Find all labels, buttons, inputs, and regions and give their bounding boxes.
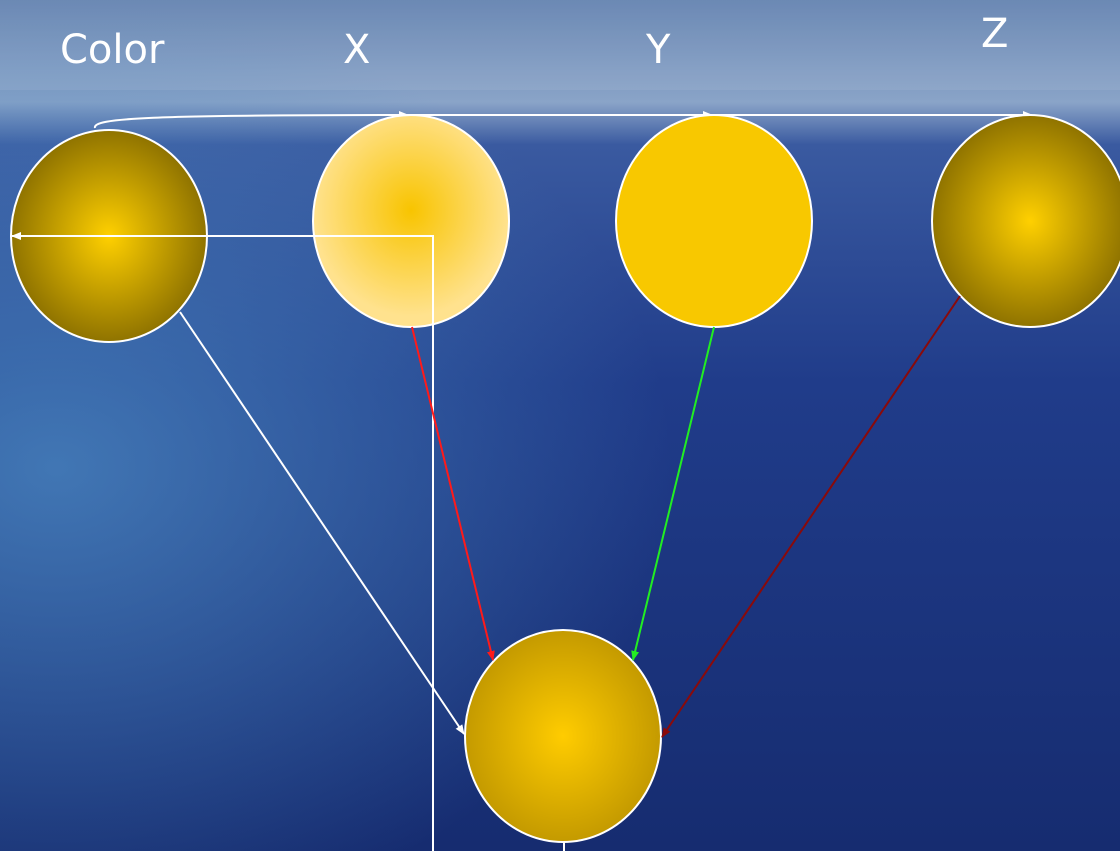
edge-y-to-output xyxy=(631,326,715,661)
edge-z-to-output xyxy=(661,295,961,738)
label-color: Color xyxy=(60,27,165,73)
label-y: Y xyxy=(646,27,671,73)
node-y xyxy=(615,114,813,328)
sky-band xyxy=(0,0,1120,90)
edge-color-to-output xyxy=(179,311,465,735)
node-x xyxy=(312,114,510,328)
edge-x-to-output xyxy=(411,326,495,661)
edge-feedback-to-color xyxy=(11,232,434,851)
node-z xyxy=(931,114,1120,328)
edge-color-to-x xyxy=(93,111,409,129)
node-output xyxy=(464,629,662,843)
label-z: Z xyxy=(981,11,1009,57)
label-x: X xyxy=(343,27,371,73)
